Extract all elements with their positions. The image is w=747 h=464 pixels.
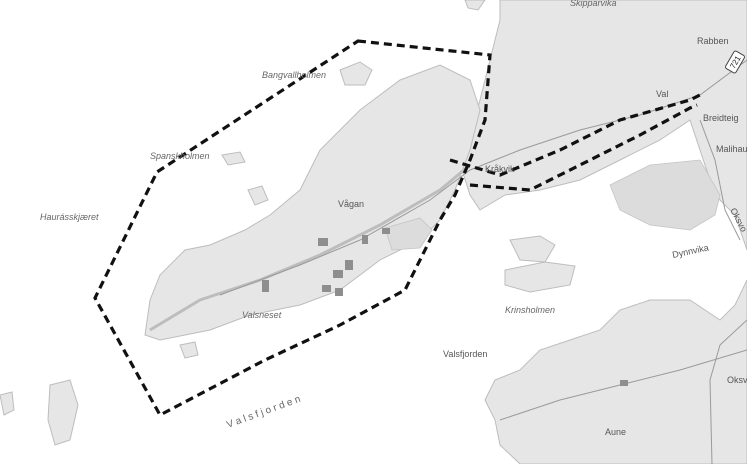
label-vagan: Vågan [338, 199, 364, 209]
island [504, 261, 576, 293]
island [339, 61, 373, 86]
road-shield-721: 721 [725, 50, 745, 74]
land-peninsula [144, 64, 481, 341]
label-aune: Aune [605, 427, 626, 437]
label-bangvallholmen: Bangvallholmen [262, 70, 326, 80]
label-skipparvika: Skipparvika [570, 0, 617, 8]
road-south [699, 119, 747, 464]
island [0, 391, 15, 416]
hill-east [609, 159, 721, 231]
label-valsneset: Valsneset [242, 310, 282, 320]
label-val: Val [656, 89, 668, 99]
quarry-area [384, 217, 433, 251]
label-malihau: Malihau [716, 144, 747, 154]
land-south [484, 279, 747, 464]
island [179, 341, 199, 359]
island [509, 235, 556, 263]
label-haurasskjaeret: Haurásskjæret [40, 212, 99, 222]
label-kraakvik: Kråkvik [485, 164, 515, 174]
island [247, 185, 269, 206]
island [47, 379, 79, 446]
label-dynnvika: Dynnvika [671, 242, 709, 259]
corridor-boundary-south [469, 103, 698, 192]
label-valsfjorden: Valsfjorden [443, 349, 487, 359]
label-rabben: Rabben [697, 36, 729, 46]
label-valsfjorden-large: V a l s f j o r d e n [225, 394, 302, 431]
road [149, 163, 471, 332]
label-oksv: Oksv [727, 375, 747, 385]
island [221, 151, 246, 166]
buildings [262, 228, 628, 386]
island [464, 0, 486, 11]
label-spanskholmen: Spanskholmen [150, 151, 210, 161]
corridor-boundary-north [449, 93, 701, 177]
label-breidteig: Breidteig [703, 113, 739, 123]
project-boundary [93, 39, 492, 418]
label-krinsholmen: Krinsholmen [505, 305, 555, 315]
